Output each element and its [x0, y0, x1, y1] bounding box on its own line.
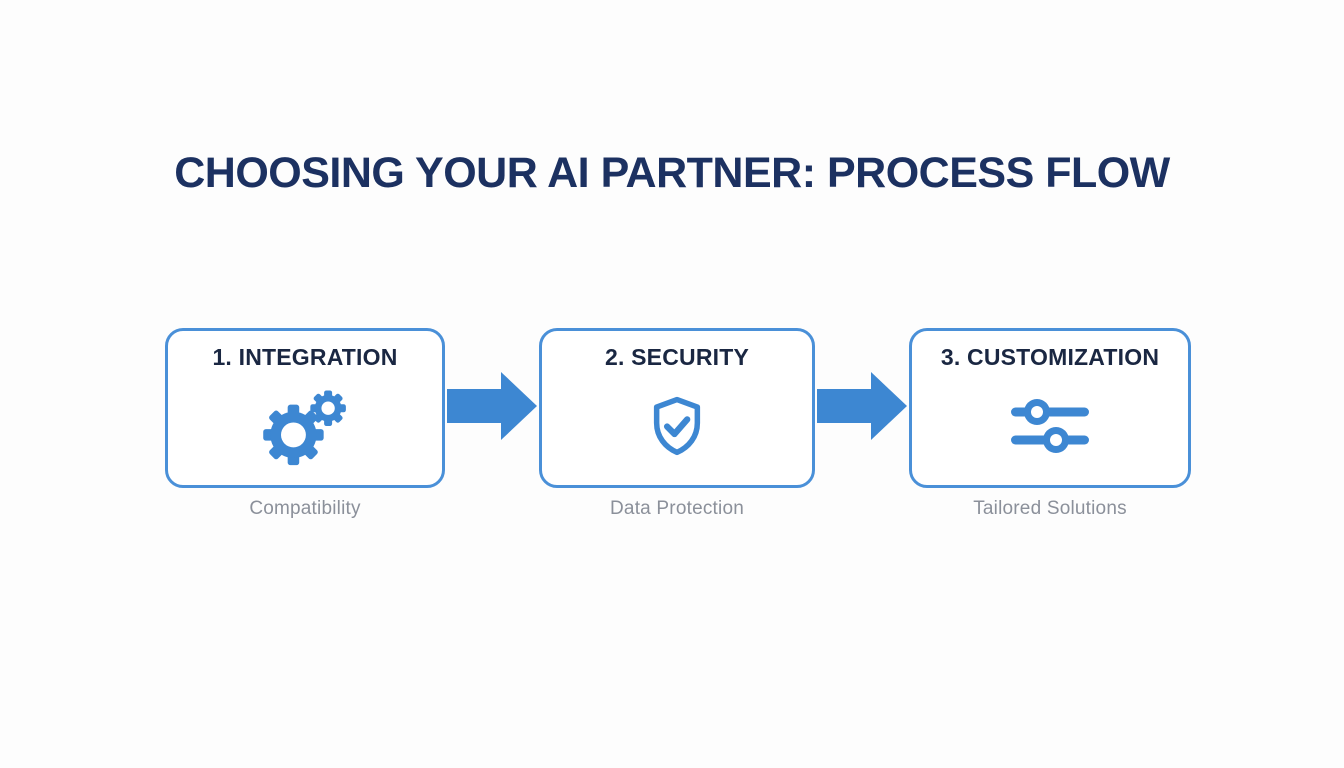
flow-connector [815, 328, 909, 488]
step-security: 2. SECURITY Data Protection [539, 328, 815, 520]
step-caption: Tailored Solutions [973, 498, 1127, 519]
step-heading: 3. CUSTOMIZATION [940, 344, 1160, 370]
step-caption: Compatibility [249, 498, 361, 519]
step-integration-box: 1. INTEGRATION [165, 328, 445, 488]
step-customization: 3. CUSTOMIZATION Tailored Solut [909, 328, 1191, 520]
shield-check-icon [644, 388, 710, 469]
sliders-icon [1011, 398, 1089, 459]
step-customization-box: 3. CUSTOMIZATION [909, 328, 1191, 488]
arrow-right-icon [817, 371, 907, 445]
step-security-box: 2. SECURITY [539, 328, 815, 488]
flow-connector [445, 328, 539, 488]
gears-icon [258, 386, 352, 471]
step-heading: 2. SECURITY [604, 344, 750, 370]
step-integration: 1. INTEGRATION [165, 328, 445, 520]
step-heading: 1. INTEGRATION [212, 344, 398, 370]
step-icon-area [912, 371, 1188, 485]
page-title: CHOOSING YOUR AI PARTNER: PROCESS FLOW [174, 149, 1170, 197]
step-caption: Data Protection [610, 498, 744, 519]
arrow-right-icon [447, 371, 537, 445]
process-flow: 1. INTEGRATION [165, 328, 1191, 520]
step-icon-area [542, 371, 812, 485]
step-icon-area [168, 371, 442, 485]
